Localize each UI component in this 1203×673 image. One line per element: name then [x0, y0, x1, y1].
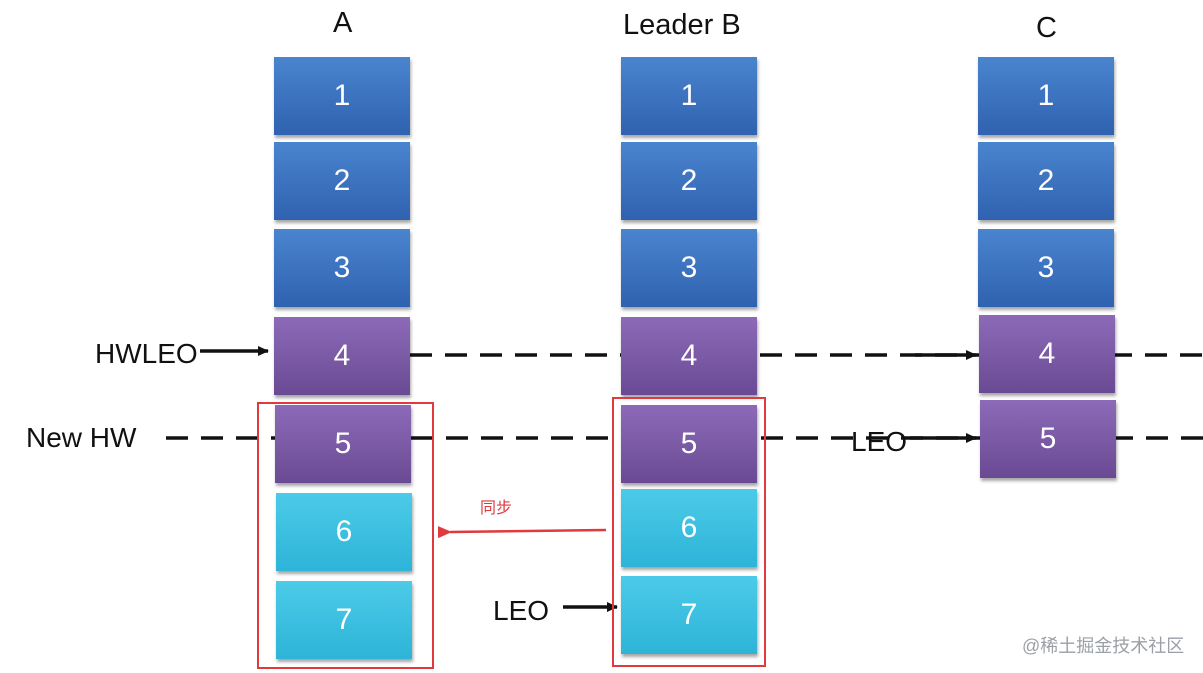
- column-title-leader-b: Leader B: [623, 9, 741, 41]
- cell-c-2: 2: [978, 142, 1114, 220]
- hwleo-label: HWLEO: [95, 338, 198, 369]
- cell-b-5: 5: [621, 405, 757, 483]
- cell-a-6: 6: [276, 493, 412, 571]
- cell-a-2: 2: [274, 142, 410, 220]
- highlight-box-a: [257, 402, 434, 669]
- cell-c-1: 1: [978, 57, 1114, 135]
- cell-c-3: 3: [978, 229, 1114, 307]
- cell-b-2: 2: [621, 142, 757, 220]
- watermark: @稀土掘金技术社区: [1022, 636, 1185, 656]
- cell-b-6: 6: [621, 489, 757, 567]
- cell-a-7: 7: [276, 581, 412, 659]
- column-title-a: A: [333, 7, 353, 39]
- sync-label: 同步: [480, 500, 513, 517]
- cell-c-5: 5: [980, 400, 1116, 478]
- cell-b-3: 3: [621, 229, 757, 307]
- cell-a-4: 4: [274, 317, 410, 395]
- cell-b-4: 4: [621, 317, 757, 395]
- cell-b-7: 7: [621, 576, 757, 654]
- cell-c-4: 4: [979, 315, 1115, 393]
- sync-arrow: [437, 526, 607, 539]
- new-hw-label: New HW: [26, 422, 137, 453]
- cell-a-3: 3: [274, 229, 410, 307]
- leo-label-c: LEO: [851, 426, 908, 457]
- cell-b-1: 1: [621, 57, 757, 135]
- cell-a-1: 1: [274, 57, 410, 135]
- leo-label-b: LEO: [493, 595, 550, 626]
- highlight-box-b: [612, 397, 766, 667]
- cell-a-5: 5: [275, 405, 411, 483]
- column-title-c: C: [1036, 12, 1057, 44]
